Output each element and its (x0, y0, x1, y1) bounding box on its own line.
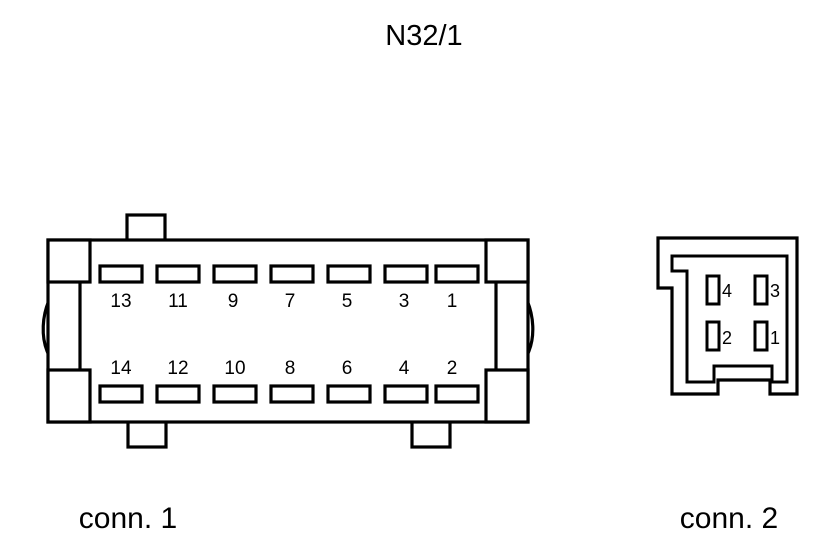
conn1-pin-slot-10[interactable] (212, 384, 258, 404)
conn1-pin-label-8: 8 (285, 358, 296, 379)
conn1-top-row-numbers: 13 11 9 7 5 3 1 (110, 291, 457, 312)
conn1-pin-label-7: 7 (285, 291, 296, 312)
conn1-pin-label-3: 3 (399, 291, 410, 312)
conn2-pin-label-3: 3 (770, 281, 780, 301)
conn1-pin-slot-12[interactable] (155, 384, 201, 404)
conn1-corner-block-bottom-left (46, 368, 92, 424)
conn1-pin-slot-4[interactable] (383, 384, 429, 404)
conn1-caption: conn. 1 (79, 502, 177, 535)
conn1-pin-label-11: 11 (168, 291, 188, 312)
conn1-corner-block-top-right (484, 238, 530, 284)
conn1-pin-slot-2[interactable] (434, 384, 480, 404)
conn1-pin-label-14: 14 (110, 358, 132, 379)
connector-2-group: 4 3 2 1 conn. 2 (656, 236, 799, 535)
conn2-pin-slot-3[interactable] (753, 274, 769, 306)
conn1-pin-slot-1[interactable] (434, 264, 480, 284)
conn2-caption: conn. 2 (680, 502, 778, 535)
conn1-corner-block-top-left (46, 238, 92, 284)
conn2-pin-slot-4[interactable] (705, 274, 721, 306)
conn1-corner-block-bottom-right (484, 368, 530, 424)
page-title: N32/1 (385, 20, 462, 52)
conn1-pin-slot-5[interactable] (326, 264, 372, 284)
conn1-top-locking-tab (125, 213, 167, 243)
conn2-housing-inner-outline (670, 254, 789, 384)
conn1-pin-slot-6[interactable] (326, 384, 372, 404)
connector-1-group: 13 11 9 7 5 3 1 14 12 10 8 6 4 2 (41, 213, 535, 535)
conn1-pin-slot-14[interactable] (98, 384, 144, 404)
conn2-pin-slots (705, 274, 769, 352)
conn1-bottom-row-slots (98, 384, 480, 404)
conn1-pin-slot-8[interactable] (269, 384, 315, 404)
conn1-bottom-locking-tab-right (410, 419, 452, 449)
conn1-pin-slot-7[interactable] (269, 264, 315, 284)
conn2-pin-label-2: 2 (722, 328, 732, 348)
conn1-bottom-row-numbers: 14 12 10 8 6 4 2 (110, 358, 457, 379)
conn1-pin-slot-3[interactable] (383, 264, 429, 284)
conn1-top-row-slots (98, 264, 480, 284)
conn1-pin-slot-9[interactable] (212, 264, 258, 284)
conn1-pin-slot-13[interactable] (98, 264, 144, 284)
conn1-pin-label-2: 2 (447, 358, 458, 379)
conn1-pin-label-9: 9 (228, 291, 239, 312)
conn2-pin-label-4: 4 (722, 281, 732, 301)
conn1-pin-label-6: 6 (342, 358, 353, 379)
conn2-pin-slot-1[interactable] (753, 320, 769, 352)
conn1-pin-label-5: 5 (342, 291, 353, 312)
conn1-pin-label-10: 10 (224, 358, 245, 379)
conn1-pin-label-13: 13 (110, 291, 131, 312)
conn2-pin-label-1: 1 (770, 328, 780, 348)
conn1-pin-slot-11[interactable] (155, 264, 201, 284)
conn1-pin-label-1: 1 (447, 291, 458, 312)
conn2-pin-slot-2[interactable] (705, 320, 721, 352)
conn1-pin-label-4: 4 (399, 358, 410, 379)
conn1-pin-label-12: 12 (167, 358, 188, 379)
conn2-pin-numbers: 4 3 2 1 (722, 281, 780, 348)
conn1-bottom-locking-tab-left (126, 419, 168, 449)
